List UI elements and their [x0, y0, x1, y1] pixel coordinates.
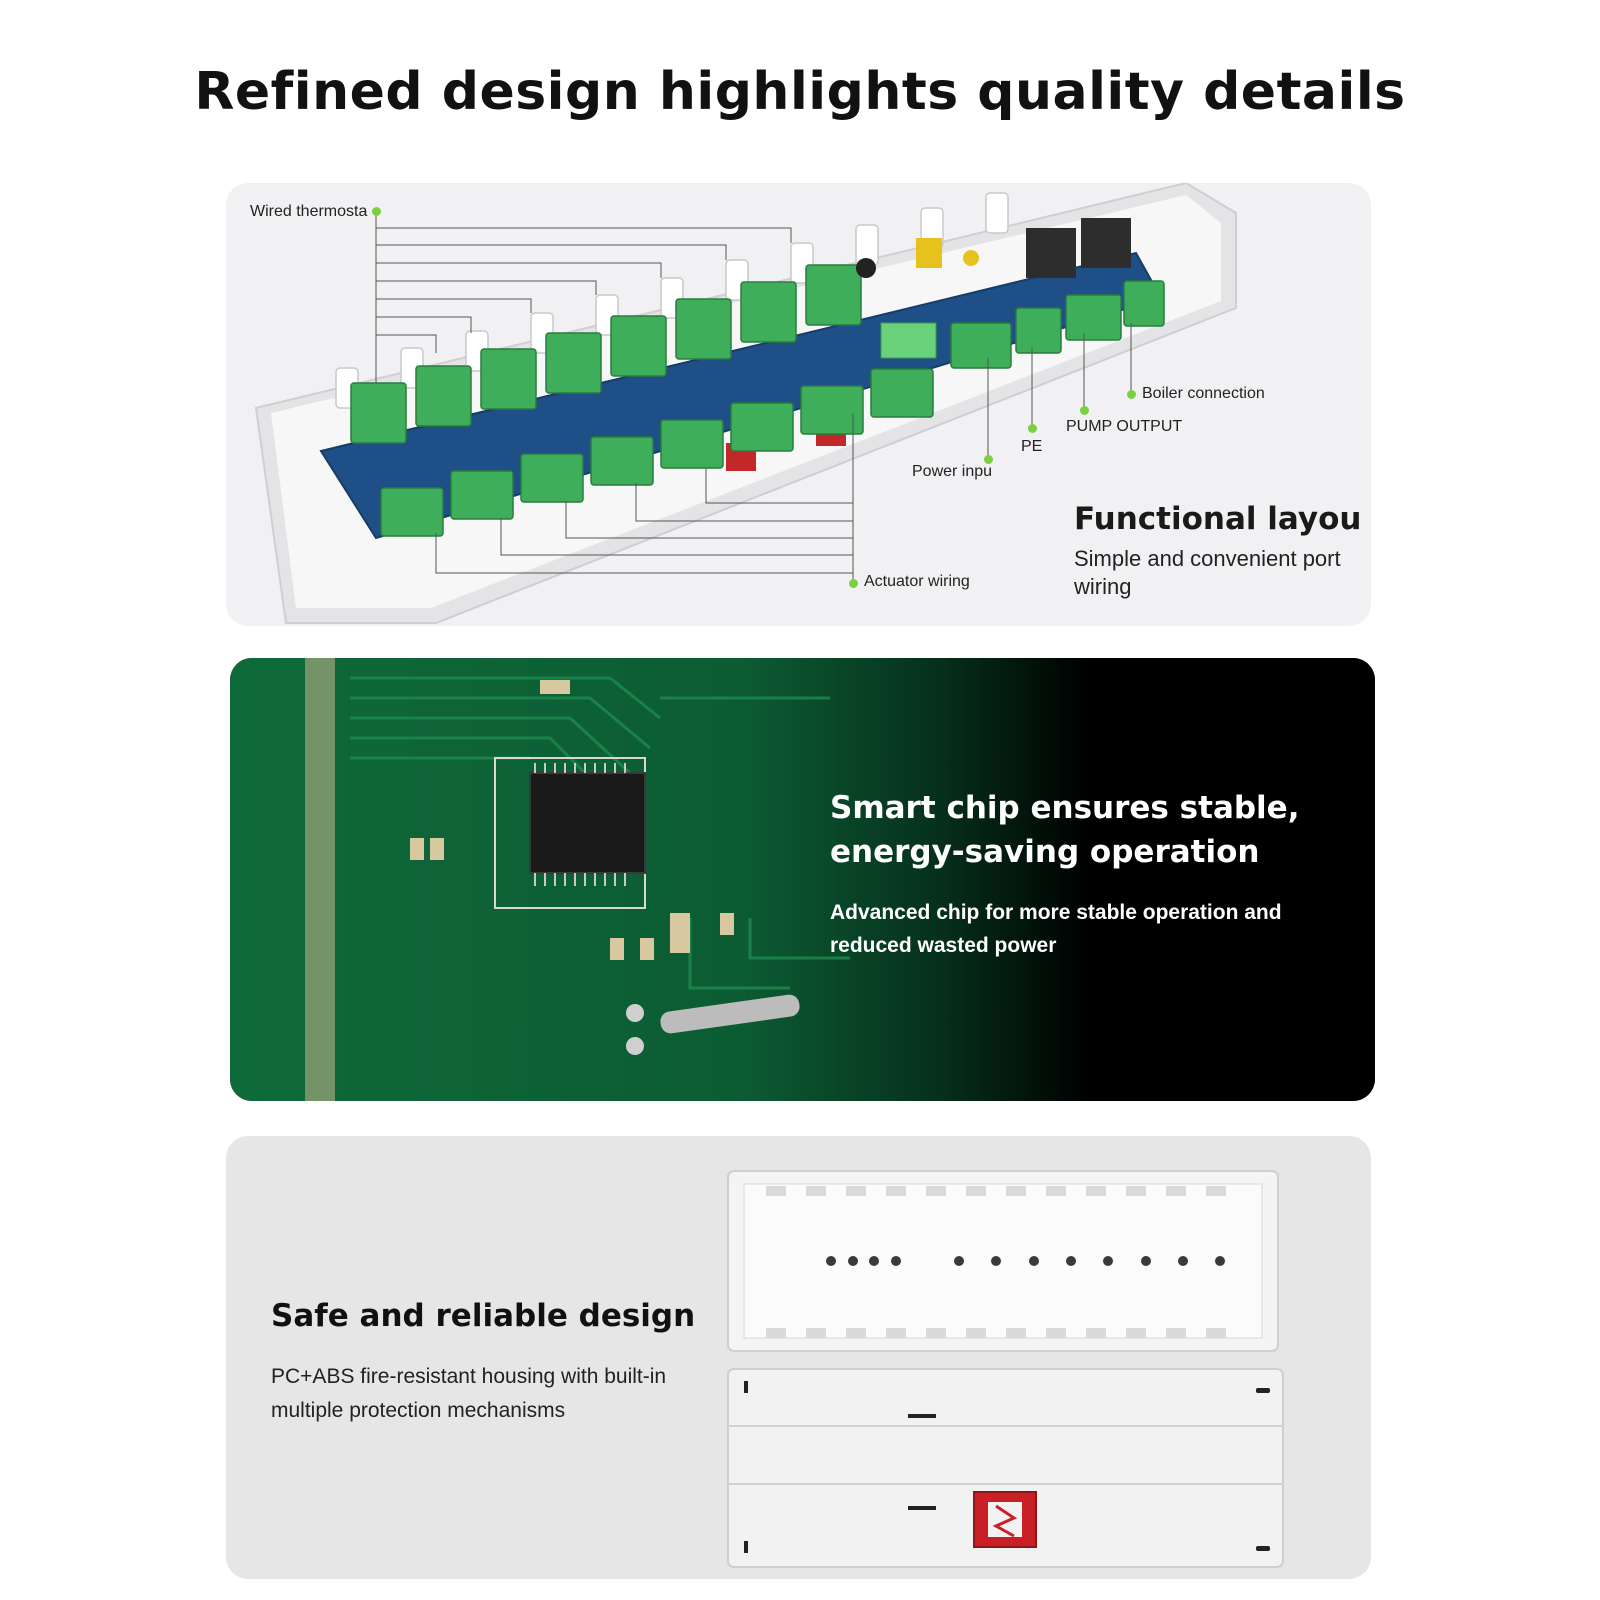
chip-pcb-photo	[230, 658, 1375, 1101]
actuator-wiring-dot	[849, 579, 858, 588]
power-input-dot	[984, 455, 993, 464]
boiler-connection-label: Boiler connection	[1142, 385, 1265, 402]
pump-output-label: PUMP OUTPUT	[1066, 418, 1183, 435]
smart-chip-panel: Smart chip ensures stable, energy-saving…	[230, 658, 1375, 1101]
safe-design-subtitle: PC+ABS fire-resistant housing with built…	[271, 1365, 667, 1422]
smart-chip-subtitle: Advanced chip for more stable operation …	[830, 901, 1282, 957]
functional-layout-subtitle: Simple and convenient port wiring	[1074, 546, 1341, 599]
safe-design-panel: Safe and reliable design PC+ABS fire-res…	[226, 1136, 1371, 1579]
controller-board-illustration	[254, 183, 1237, 624]
wired-thermostat-dot	[372, 207, 381, 216]
page-title: Refined design highlights quality detail…	[194, 62, 1406, 122]
housing-photo	[727, 1170, 1284, 1568]
functional-layout-title: Functional layou	[1074, 501, 1362, 537]
smart-chip-title: Smart chip ensures stable, energy-saving…	[830, 790, 1300, 870]
wired-thermostat-label: Wired thermosta	[250, 203, 368, 220]
boiler-connection-dot	[1127, 390, 1136, 399]
pump-output-dot	[1080, 406, 1089, 415]
power-input-label: Power inpu	[912, 463, 993, 480]
pe-label: PE	[1021, 438, 1043, 455]
functional-layout-panel: Wired thermosta Boiler connection PUMP O…	[226, 183, 1371, 626]
actuator-wiring-label: Actuator wiring	[864, 573, 970, 590]
pe-dot	[1028, 424, 1037, 433]
safe-design-title: Safe and reliable design	[271, 1298, 696, 1334]
